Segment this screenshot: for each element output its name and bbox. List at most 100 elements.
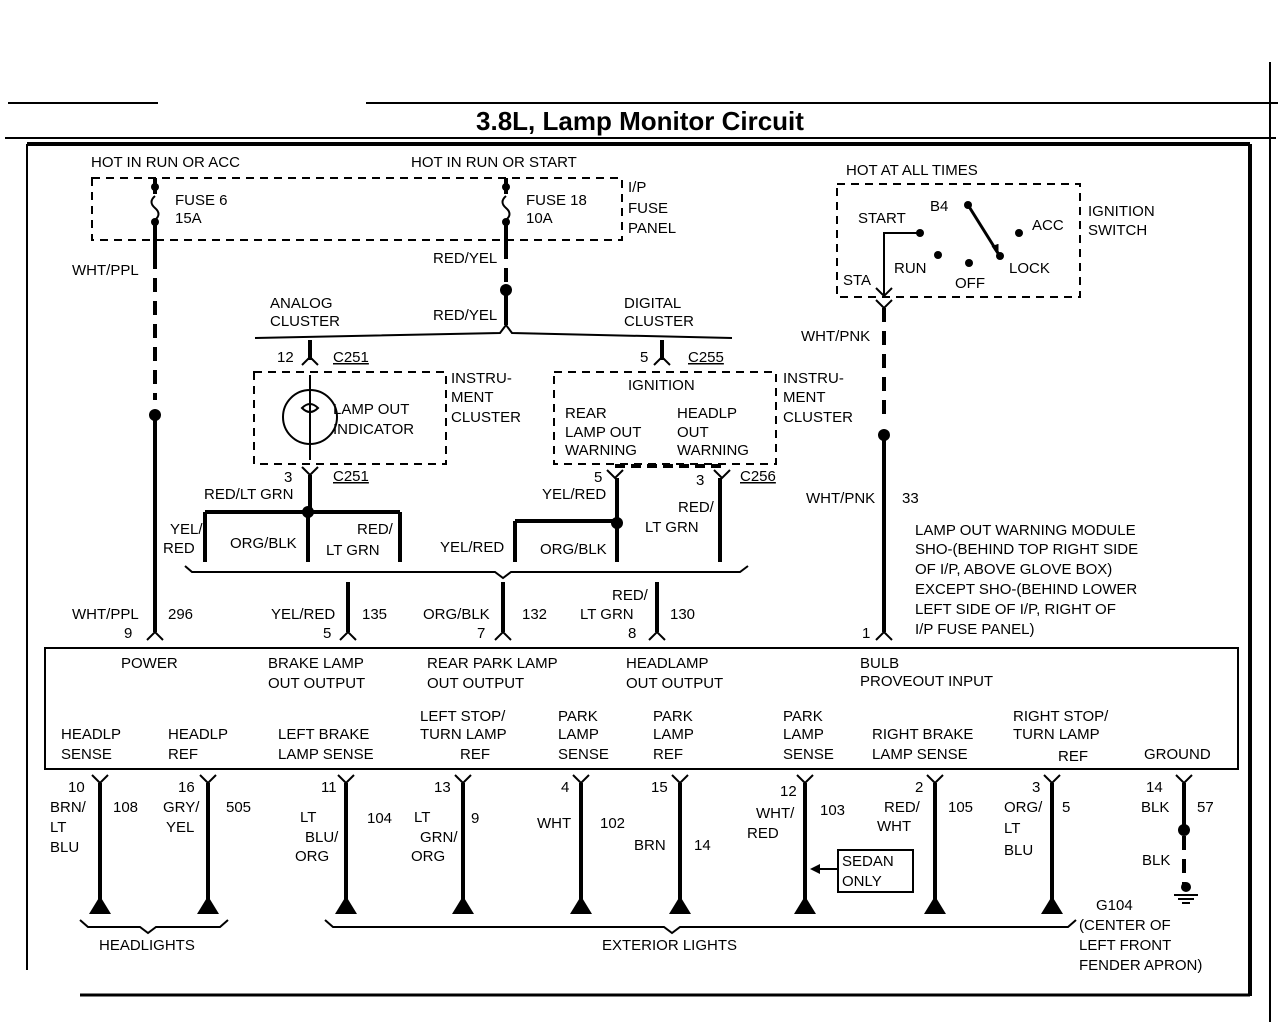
analog-yel-slash: YEL/ (170, 521, 203, 538)
fuse-panel-label-2: FUSE (628, 200, 668, 217)
out-wire-4: WHT (537, 815, 571, 832)
module-note-1: LAMP OUT WARNING MODULE (915, 522, 1136, 539)
out-func-ground: GROUND (1144, 746, 1211, 763)
fuse6-symbol (150, 195, 160, 221)
out-wire-12-a: WHT/ (756, 805, 795, 822)
out-pin-14: 14 (1146, 779, 1163, 796)
ign-run-contact (934, 251, 942, 259)
fuse-panel-label-1: I/P (628, 179, 646, 196)
sedan-only-box (837, 849, 914, 893)
out-wire-10-c: BLU (50, 839, 79, 856)
ground-blk-label: BLK (1142, 852, 1170, 869)
c255-label: C255 (688, 349, 724, 366)
ignition-label: IGNITION (628, 377, 695, 394)
headlamp-wire-label: LT GRN (580, 606, 634, 623)
module-note-2: SHO-(BEHIND TOP RIGHT SIDE (915, 541, 1138, 558)
out-func-left-stop-2: TURN LAMP (420, 726, 507, 743)
ign-sta-connector (875, 287, 893, 298)
out-func-headlp-ref-2: REF (168, 746, 198, 763)
analog-instrument-label-3: CLUSTER (451, 409, 521, 426)
headlamp-wire-top: RED/ (612, 587, 649, 604)
module-input-rear-park: ORG/BLK 132 7 REAR PARK LAMP OUT OUTPUT (423, 606, 558, 692)
out-func-park-sense2-3: SENSE (783, 746, 834, 763)
digital-red-slash: RED/ (678, 499, 715, 516)
out-circuit-102: 102 (600, 815, 625, 832)
rear-park-func-2: OUT OUTPUT (427, 675, 524, 692)
module-note-6: I/P FUSE PANEL) (915, 621, 1034, 638)
out-pin-15: 15 (651, 779, 668, 796)
out-wire-10-b: LT (50, 819, 66, 836)
c255-connector (653, 355, 671, 366)
out-wire-3-c: BLU (1004, 842, 1033, 859)
pin5-connector (339, 630, 357, 641)
rear-lamp-label-1: REAR (565, 405, 607, 422)
hot-run-start-label: HOT IN RUN OR START (411, 154, 577, 171)
out-connector-pin2 (926, 774, 944, 785)
out-wire-2-a: RED/ (884, 799, 921, 816)
out-wire-14: BLK (1141, 799, 1169, 816)
brake-func-2: OUT OUTPUT (268, 675, 365, 692)
out-connector-pin13 (454, 774, 472, 785)
digital-pin-5-c256: 5 (594, 469, 602, 486)
module-input-bulb-proveout: 1 BULB PROVEOUT INPUT (860, 625, 993, 690)
lamp-out-label-2: INDICATOR (333, 421, 414, 438)
park-lamp-sense-sedan-terminal-icon (794, 896, 816, 914)
out-connector-pin4 (572, 774, 590, 785)
exterior-lights-label: EXTERIOR LIGHTS (602, 937, 737, 954)
out-connector-pin12 (796, 774, 814, 785)
out-func-right-brake-2: LAMP SENSE (872, 746, 968, 763)
pin9-connector (146, 630, 164, 641)
rear-park-wire-label: ORG/BLK (423, 606, 490, 623)
module-input-brake: YEL/RED 135 5 BRAKE LAMP OUT OUTPUT (268, 606, 387, 692)
out-pin-12: 12 (780, 783, 797, 800)
ign-off-label: OFF (955, 275, 985, 292)
out-pin-11: 11 (321, 779, 337, 796)
cluster-option-bracket (254, 323, 733, 339)
out-pin-2: 2 (915, 779, 923, 796)
ign-sta-connector-2 (875, 299, 893, 310)
headlamp-left-terminal-icon (89, 896, 111, 914)
out-connector-pin3 (1043, 774, 1061, 785)
wht-pnk-circuit: 33 (902, 490, 919, 507)
ip-fuse-panel (91, 177, 623, 241)
out-pin-3: 3 (1032, 779, 1040, 796)
ground-eyelet (1181, 882, 1191, 892)
brake-wire-label: YEL/RED (271, 606, 335, 623)
fuse18-rating: 10A (526, 210, 553, 227)
analog-cluster-label-1: ANALOG (270, 295, 333, 312)
lamp-out-warning-module (44, 647, 1239, 770)
sedan-only-1: SEDAN (842, 853, 894, 870)
right-stop-turn-terminal-icon (1041, 896, 1063, 914)
c251-connector-bottom (301, 466, 319, 477)
left-stop-turn-terminal-icon (452, 896, 474, 914)
wht-pnk-label: WHT/PNK (806, 490, 875, 507)
out-connector-pin11 (337, 774, 355, 785)
lamp-out-label-1: LAMP OUT (333, 401, 409, 418)
fuse18-label: FUSE 18 (526, 192, 587, 209)
headlamp-right-terminal-icon (197, 896, 219, 914)
out-circuit-103: 103 (820, 802, 845, 819)
left-brake-lamp-terminal-icon (335, 896, 357, 914)
ign-off-contact (965, 259, 973, 267)
module-note-4: EXCEPT SHO-(BEHIND LOWER (915, 581, 1137, 598)
out-wire-11-b: BLU/ (305, 829, 339, 846)
power-pin: 9 (124, 625, 132, 642)
out-func-park-ref-3: REF (653, 746, 683, 763)
digital-instrument-label-2: MENT (783, 389, 826, 406)
module-input-power: WHT/PPL 296 9 POWER (72, 606, 193, 672)
digital-instrument-label-1: INSTRU- (783, 370, 844, 387)
out-func-headlp-sense-2: SENSE (61, 746, 112, 763)
module-outputs: 10 BRN/ LT BLU 108 16 GRY/ YEL 505 11 LT… (50, 774, 1214, 914)
out-wire-13-b: GRN/ (420, 829, 458, 846)
out-wire-13-a: LT (414, 809, 430, 826)
c251-label-bottom: C251 (333, 468, 369, 485)
out-func-right-brake-1: RIGHT BRAKE (872, 726, 973, 743)
analog-instrument-cluster (253, 371, 447, 465)
park-lamp-sense-terminal-icon (570, 896, 592, 914)
sedan-only-2: ONLY (842, 873, 882, 890)
out-func-headlp-ref-1: HEADLP (168, 726, 228, 743)
g104-label: G104 (1096, 897, 1133, 914)
analog-pin-3: 3 (284, 469, 292, 486)
headlamp-func-1: HEADLAMP (626, 655, 709, 672)
power-circuit: 296 (168, 606, 193, 623)
